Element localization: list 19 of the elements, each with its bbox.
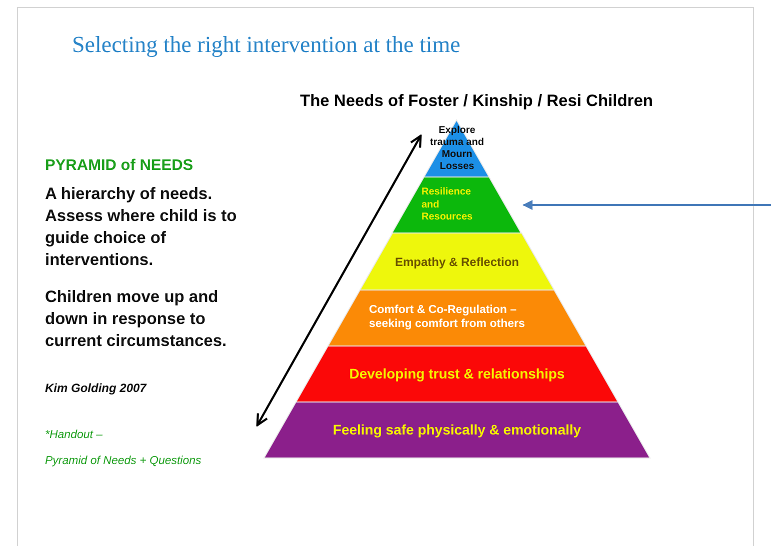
pyramid-layer xyxy=(360,233,554,290)
layer-label: Resilience and Resources xyxy=(421,186,474,224)
layer-label: Developing trust & relationships xyxy=(348,366,566,382)
text-label: Children move up and down in response to current circumstances. xyxy=(45,287,228,352)
title: Selecting the right intervention at the time xyxy=(72,32,460,58)
text-label: Pyramid of Needs + Questions xyxy=(45,455,202,469)
text-label: Kim Golding 2007 xyxy=(45,381,148,396)
subtitle: The Needs of Foster / Kinship / Resi Children xyxy=(300,92,654,112)
layer-label: Empathy & Reflection xyxy=(394,254,520,269)
pyramid-layer xyxy=(264,402,650,458)
text-label: *Handout – xyxy=(45,429,104,443)
pyramid-layer xyxy=(392,177,522,233)
arrow xyxy=(522,200,771,210)
pyramid-layer xyxy=(296,346,618,402)
layer-label: Feeling safe physically & emotionally xyxy=(332,422,582,438)
pyramid-layer xyxy=(328,290,586,346)
text-label: PYRAMID of NEEDS xyxy=(45,157,194,176)
text-label: A hierarchy of needs. Assess where child is to guide choice of interventions. xyxy=(45,184,238,271)
layer-label: Comfort & Co-Regulation – seeking comfort from others xyxy=(368,304,526,332)
